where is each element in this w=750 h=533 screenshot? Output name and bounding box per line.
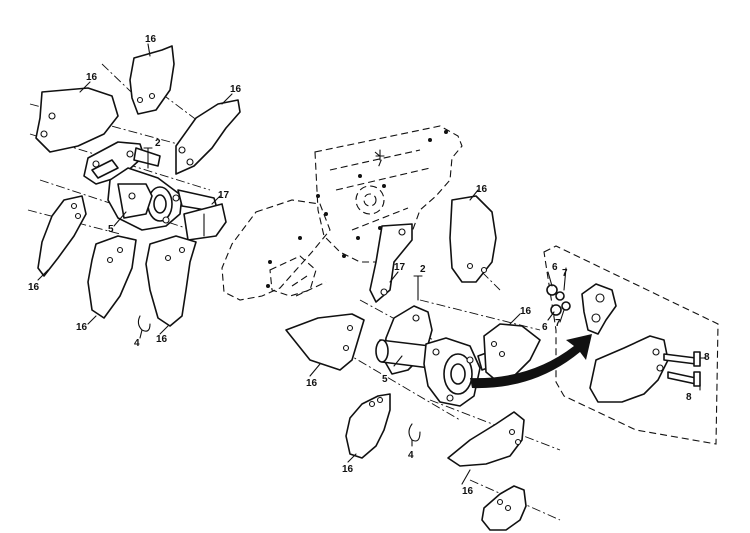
callout-right-tine-lower: 16	[462, 486, 474, 497]
callout-right-tine-upper: 16	[476, 184, 488, 195]
inset-tine-bracket	[581, 283, 617, 335]
right-tine-left	[285, 313, 365, 371]
callout-left-clip-pin: 2	[155, 138, 161, 149]
left-tine-upper-right	[175, 99, 241, 175]
inset-bolt-lower	[667, 371, 697, 385]
callout-left-tine-lower-right: 16	[156, 334, 168, 345]
callout-labels: 16 16 16 2 17 5 16 16 4 16 16 2 17 16 16…	[28, 34, 710, 497]
left-tine-lower-right	[145, 235, 197, 327]
replacement-arrow	[470, 334, 592, 389]
callout-right-tine-lower-left: 16	[342, 464, 354, 475]
left-tine-holder	[183, 203, 227, 241]
callout-left-tine-top: 16	[145, 34, 157, 45]
left-tine-top	[129, 45, 175, 115]
right-tine-lower	[447, 411, 525, 467]
detail-inset	[543, 245, 719, 445]
callout-inset-bolt-lower: 8	[686, 392, 692, 403]
left-tine-left	[37, 195, 87, 277]
callout-left-tine-holder: 17	[218, 190, 230, 201]
callout-right-tine-left: 16	[306, 378, 318, 389]
tiller-housing-outline	[221, 125, 463, 301]
callout-left-tine-upper-right: 16	[230, 84, 242, 95]
callout-inset-washer-lower: 7	[555, 318, 561, 329]
callout-left-hairpin: 4	[134, 338, 140, 349]
callout-right-shaft-collar: 5	[382, 374, 388, 385]
right-clip-pin	[413, 275, 423, 301]
callout-inset-bolt-upper: 8	[704, 352, 710, 363]
callout-right-hairpin: 4	[408, 450, 414, 461]
callout-left-tine-upper-left: 16	[86, 72, 98, 83]
inset-washer-upper	[555, 291, 565, 301]
right-tine-right	[483, 323, 541, 383]
right-hairpin	[408, 423, 421, 442]
right-tine-bottom	[481, 485, 527, 531]
callout-inset-locknut-lower: 6	[542, 322, 548, 333]
callout-inset-washer-upper: 7	[562, 268, 568, 279]
left-hairpin	[137, 315, 151, 332]
right-tine-upper	[449, 195, 497, 283]
inset-bolt-upper	[663, 353, 697, 365]
inset-washer-lower	[561, 301, 571, 311]
callout-right-tine-holder: 17	[394, 262, 406, 273]
left-clip-pin	[143, 147, 153, 169]
left-tine-lower-left	[87, 235, 137, 319]
callout-right-tine-right: 16	[520, 306, 532, 317]
inset-tine	[589, 335, 669, 403]
callout-left-shaft-collar: 5	[108, 224, 114, 235]
callout-left-tine-left: 16	[28, 282, 40, 293]
right-tine-assembly	[285, 189, 592, 531]
right-tine-lower-left	[345, 393, 391, 459]
left-tine-upper-left	[35, 87, 119, 153]
right-tine-holder	[369, 223, 413, 303]
callout-inset-locknut-upper: 6	[552, 262, 558, 273]
left-tine-assembly	[27, 43, 241, 339]
callout-left-tine-lower-left: 16	[76, 322, 88, 333]
callout-right-clip-pin: 2	[420, 264, 426, 275]
